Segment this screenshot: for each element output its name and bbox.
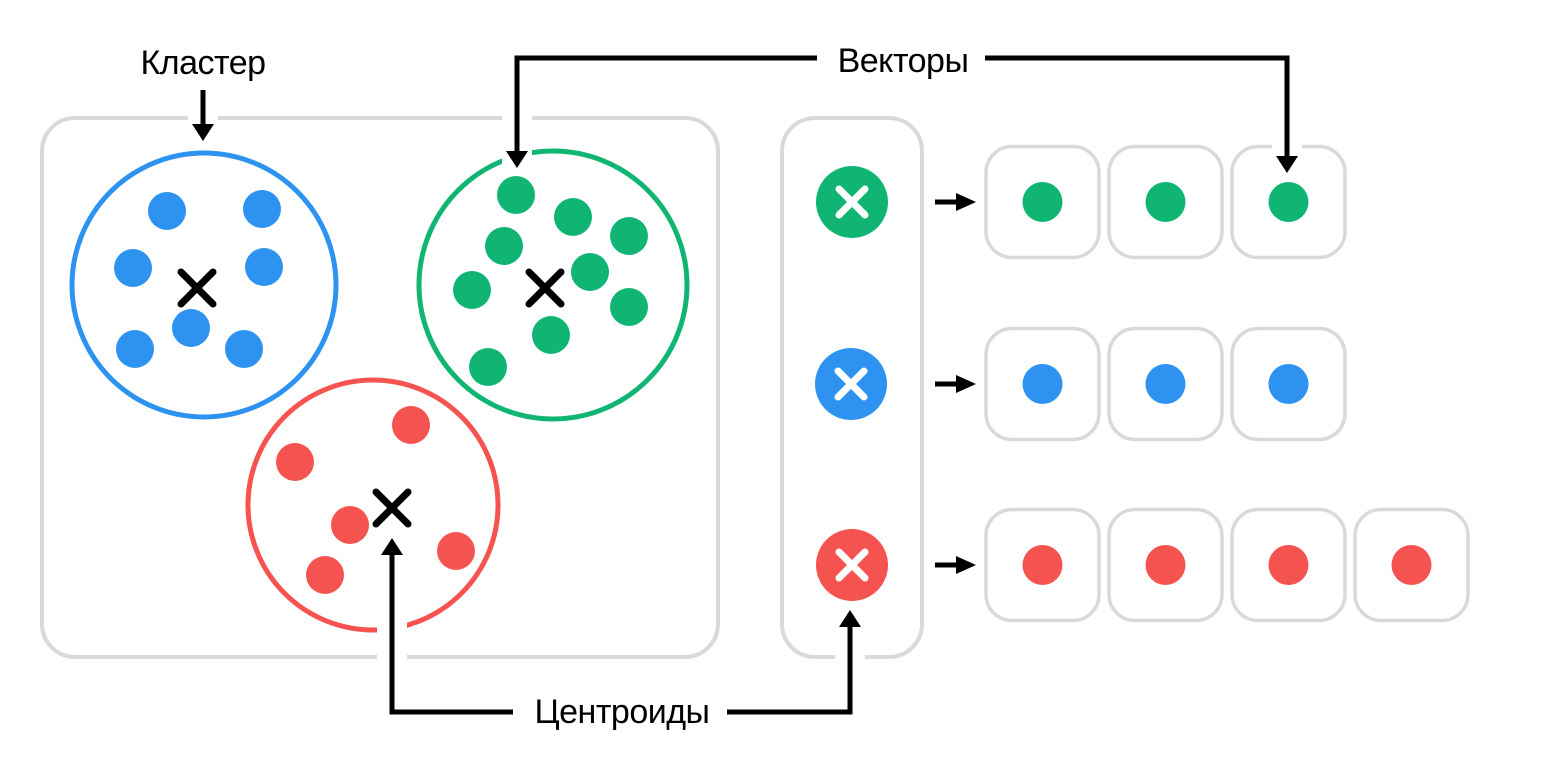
green-cluster-point [453, 271, 491, 309]
centroid-markers-layer [815, 166, 888, 601]
vectors-connector [514, 55, 817, 156]
green-cluster [416, 148, 690, 422]
vector-dot [1268, 364, 1309, 404]
vector-dot [1145, 545, 1186, 585]
blue-centroid-marker [815, 348, 887, 420]
vector-box [1230, 326, 1347, 442]
blue-cluster-x-mark [177, 268, 217, 308]
red-cluster-x-mark [372, 488, 412, 528]
green-cluster-point [571, 253, 609, 291]
cluster-label: Кластер [140, 44, 265, 82]
red-centroid-marker [816, 529, 888, 601]
red-cluster-point [276, 443, 314, 481]
clusters-layer [69, 148, 690, 633]
green-cluster-point [610, 288, 648, 326]
vector-box [984, 326, 1101, 442]
blue-cluster-point [172, 309, 210, 347]
green-cluster-point [554, 198, 592, 236]
green-centroid-marker-x-icon [835, 185, 869, 219]
green-cluster-point [610, 217, 648, 255]
row-arrow-head-icon [956, 193, 976, 211]
red-vector-row [935, 507, 1470, 623]
vectors-arrow-head-icon [1276, 156, 1298, 173]
green-cluster-point [532, 316, 570, 354]
red-cluster [245, 377, 501, 633]
vector-box [984, 507, 1101, 623]
vectors-label: Векторы [838, 42, 969, 80]
blue-cluster-point [245, 248, 283, 286]
vector-dot [1022, 545, 1063, 585]
blue-cluster-point [114, 249, 152, 287]
row-arrow-head-icon [956, 556, 976, 574]
arrow-casings-layer [188, 58, 1302, 712]
green-centroid-marker [816, 166, 888, 238]
vector-dot [1145, 364, 1186, 404]
blue-centroid-marker-x-icon [834, 367, 868, 401]
blue-cluster-point [116, 330, 154, 368]
vector-box [984, 144, 1101, 260]
blue-cluster-point [243, 190, 281, 228]
centroids-connector [727, 622, 853, 715]
vector-dot [1391, 545, 1432, 585]
vector-box [1353, 507, 1470, 623]
vectors-arrow-head-icon [506, 151, 528, 168]
centroids-arrow-head-icon [839, 610, 861, 627]
red-centroid-marker-x-icon [835, 548, 869, 582]
green-cluster-x-mark [525, 268, 565, 308]
blue-vector-row [935, 326, 1347, 442]
vector-dot [1268, 545, 1309, 585]
vector-dot [1022, 182, 1063, 222]
vector-rows-layer [935, 144, 1470, 623]
green-cluster-point [485, 227, 523, 265]
vector-box [1107, 144, 1224, 260]
blue-cluster-point [148, 192, 186, 230]
blue-cluster-point [225, 330, 263, 368]
green-cluster-circle [416, 148, 690, 422]
blue-cluster [69, 150, 339, 420]
vector-box [1230, 507, 1347, 623]
green-cluster-point [469, 348, 507, 386]
centroids-arrow-head-icon [381, 538, 403, 555]
vectors-connector [985, 55, 1290, 161]
vector-dot [1145, 182, 1186, 222]
vector-dot [1268, 182, 1309, 222]
green-cluster-point [497, 176, 535, 214]
vector-dot [1022, 364, 1063, 404]
row-arrow-head-icon [956, 375, 976, 393]
green-vector-row [935, 144, 1347, 260]
red-cluster-point [306, 556, 344, 594]
cluster-arrow-head-icon [192, 124, 214, 141]
centroids-connector [389, 550, 513, 715]
vector-box [1107, 507, 1224, 623]
red-cluster-point [392, 406, 430, 444]
red-cluster-point [437, 532, 475, 570]
blue-cluster-circle [69, 150, 339, 420]
red-cluster-circle [245, 377, 501, 633]
red-cluster-point [331, 506, 369, 544]
centroids-label: Центроиды [535, 693, 710, 731]
vector-box [1107, 326, 1224, 442]
annotation-arrows-layer [192, 55, 1298, 715]
